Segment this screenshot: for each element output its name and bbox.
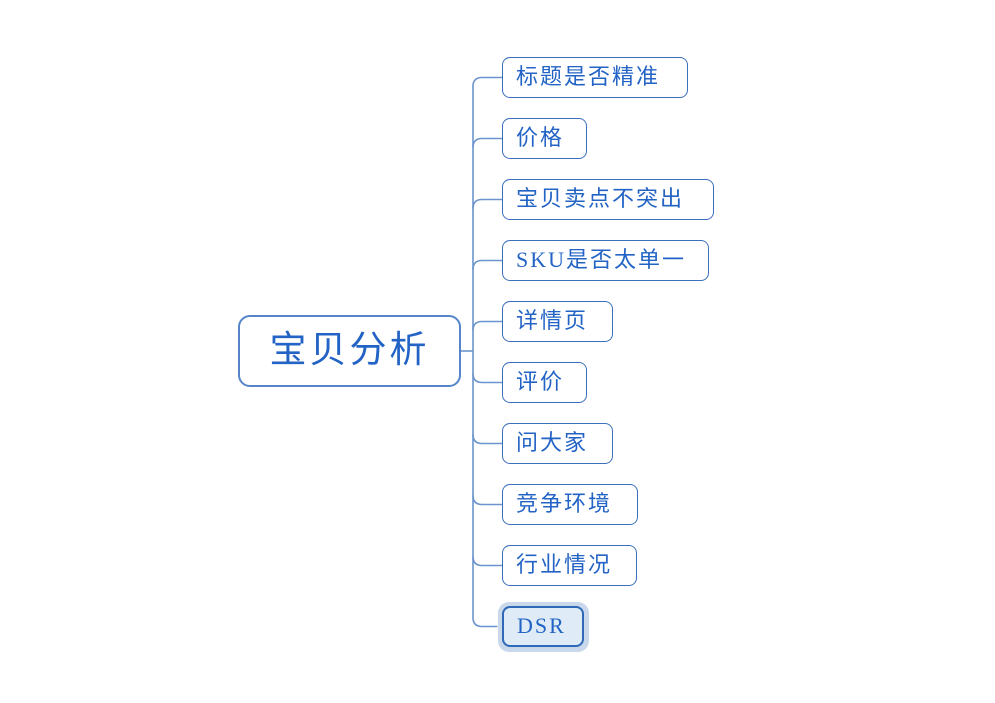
mindmap-child-node[interactable]: 价格 xyxy=(502,118,587,159)
child-node-label: 竞争环境 xyxy=(516,490,613,516)
mindmap-child-node[interactable]: 宝贝卖点不突出 xyxy=(502,179,714,220)
branch-connector xyxy=(472,137,502,148)
child-node-label: 行业情况 xyxy=(516,551,613,577)
branch-connector xyxy=(472,320,502,331)
child-node-label: 详情页 xyxy=(516,307,589,333)
mindmap-root-node[interactable]: 宝贝分析 xyxy=(238,315,461,387)
child-node-label: 价格 xyxy=(516,124,565,150)
child-node-label: 标题是否精准 xyxy=(516,63,661,89)
branch-connector xyxy=(472,373,502,384)
branch-connector xyxy=(472,617,498,628)
mindmap-child-node[interactable]: 竞争环境 xyxy=(502,484,638,525)
mindmap-child-node[interactable]: 问大家 xyxy=(502,423,613,464)
root-node-label: 宝贝分析 xyxy=(269,329,430,371)
child-node-label: 评价 xyxy=(516,368,565,394)
child-node-label: 问大家 xyxy=(516,429,589,455)
child-node-label: DSR xyxy=(517,612,566,638)
branch-connector xyxy=(472,76,502,87)
mindmap-child-node[interactable]: 标题是否精准 xyxy=(502,57,688,98)
child-node-label: SKU是否太单一 xyxy=(516,246,687,272)
branch-connector xyxy=(472,434,502,445)
branch-connector xyxy=(472,495,502,506)
mindmap-child-node[interactable]: SKU是否太单一 xyxy=(502,240,709,281)
mindmap-child-node[interactable]: 行业情况 xyxy=(502,545,637,586)
child-node-label: 宝贝卖点不突出 xyxy=(516,185,685,211)
branch-connector xyxy=(472,259,502,270)
branch-connector xyxy=(472,198,502,209)
branch-connector xyxy=(472,556,502,567)
mindmap-child-node[interactable]: DSR xyxy=(502,606,584,647)
mindmap-child-node[interactable]: 详情页 xyxy=(502,301,613,342)
mindmap-child-node[interactable]: 评价 xyxy=(502,362,587,403)
